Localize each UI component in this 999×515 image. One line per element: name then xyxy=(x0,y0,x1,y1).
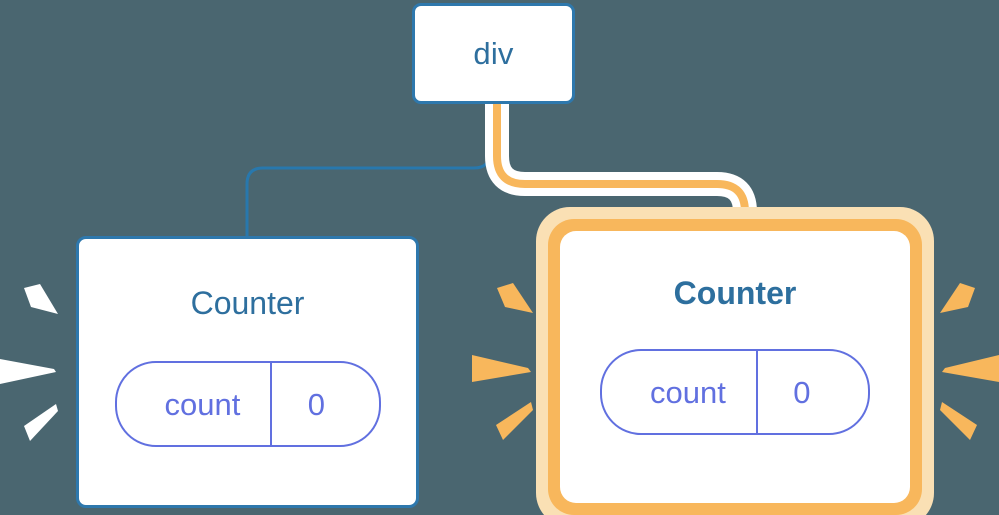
node-counter-left-heading: Counter xyxy=(190,285,305,321)
edge-div-to-counter-left xyxy=(245,103,492,239)
node-counter-right-heading: Counter xyxy=(673,275,797,311)
state-pill-value: 0 xyxy=(793,374,811,410)
state-pill-count-left: count 0 xyxy=(114,361,381,447)
node-div-label: div xyxy=(473,36,514,71)
node-counter-right[interactable]: Counter count 0 xyxy=(560,231,910,503)
state-pill-key: count xyxy=(602,351,758,433)
edge-div-to-counter-right xyxy=(493,100,749,246)
state-pill-count-right: count 0 xyxy=(600,349,870,435)
state-pill-value: 0 xyxy=(307,386,325,422)
node-div[interactable]: div xyxy=(412,3,575,104)
state-pill-key: count xyxy=(117,363,273,445)
node-counter-left[interactable]: Counter count 0 xyxy=(76,236,419,508)
node-counter-right-highlight-wrapper[interactable]: Counter count 0 xyxy=(536,207,934,515)
